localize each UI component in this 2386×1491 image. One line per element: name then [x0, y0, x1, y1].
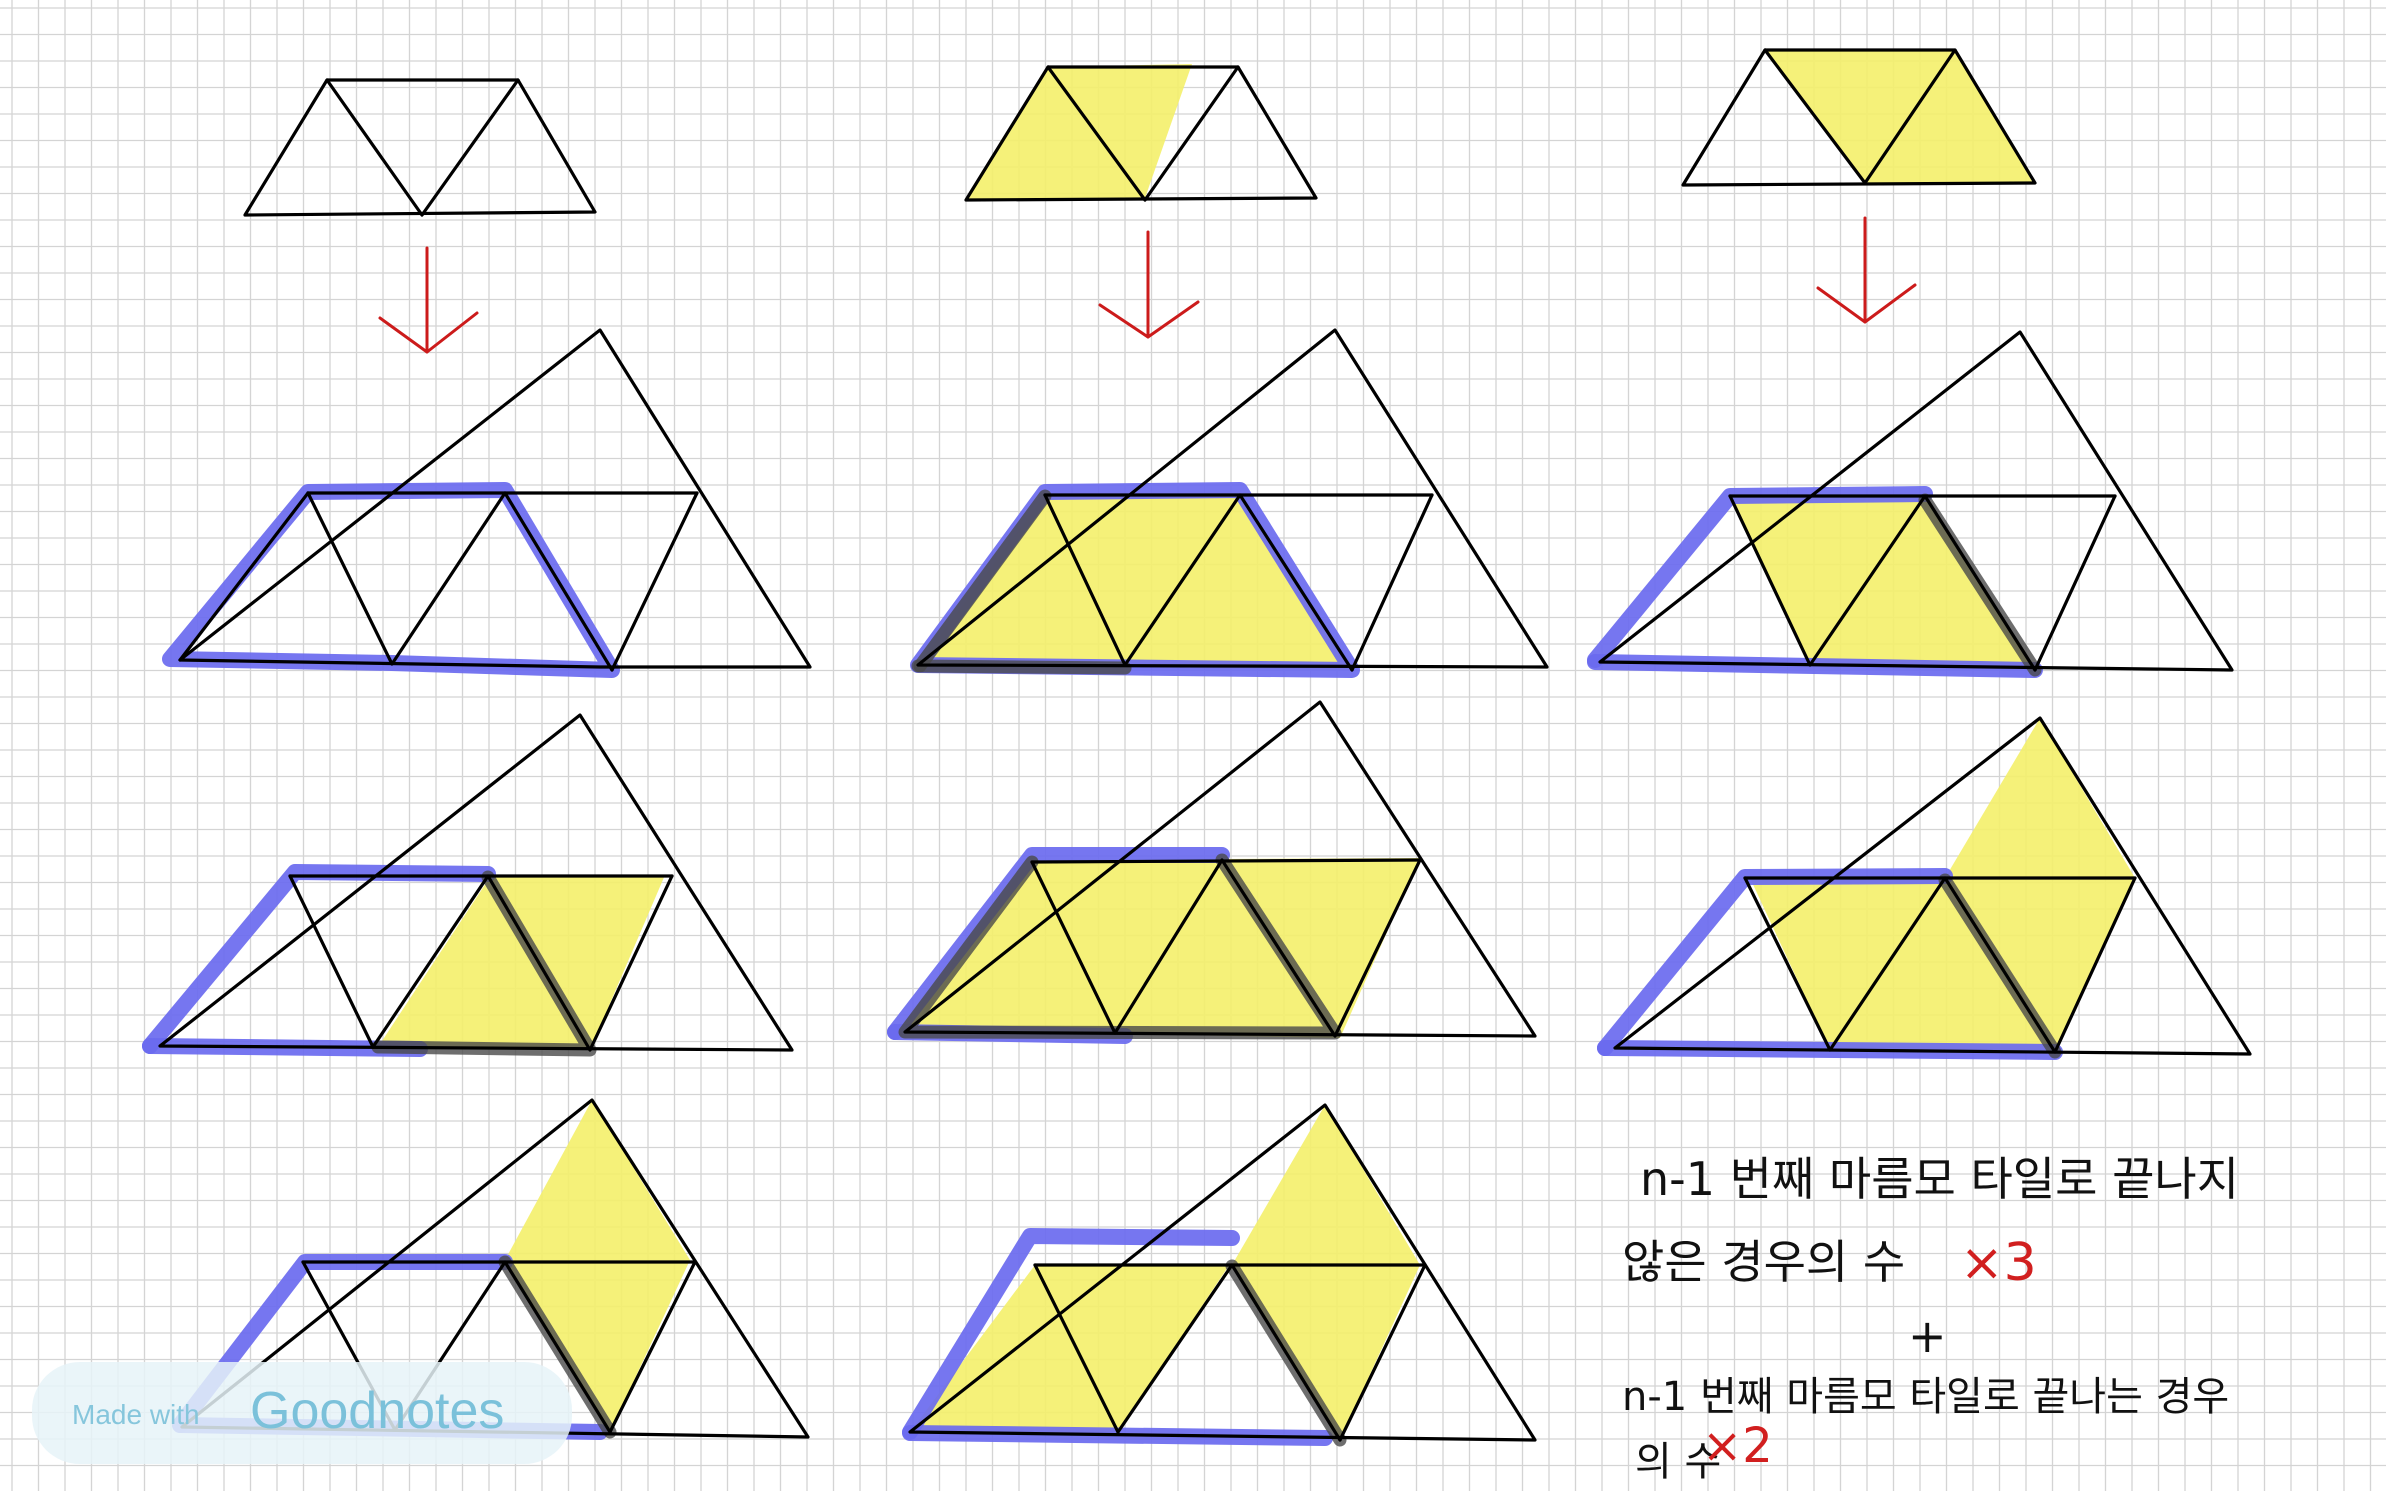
note-line-1: n-1 번째 마름모 타일로 끝나지	[1640, 1152, 2239, 1206]
note-line-2: 않은 경우의 수	[1622, 1235, 1905, 1289]
col3-row2-shape	[1597, 716, 2252, 1060]
note-times-2: ×2	[1702, 1418, 1773, 1474]
col1-arrow	[378, 246, 479, 354]
note-line-4: 의 수	[1635, 1439, 1721, 1485]
col3-top-shape	[1681, 48, 2037, 187]
note-line-3: n-1 번째 마름모 타일로 끝나는 경우	[1622, 1374, 2229, 1420]
column-1	[142, 78, 812, 1440]
col3-row1-shape	[1587, 330, 2234, 678]
col2-arrow	[1098, 230, 1200, 339]
column-2	[887, 64, 1549, 1447]
col1-top-shape	[243, 78, 597, 217]
col2-row1-shape	[910, 328, 1549, 678]
goodnotes-watermark: Made with Goodnotes	[32, 1362, 572, 1464]
col1-row2-shape	[142, 713, 794, 1057]
note-times-3: ×3	[1960, 1233, 2037, 1293]
col3-arrow	[1816, 216, 1917, 324]
col2-row3-shape	[902, 1103, 1537, 1447]
watermark-made-with: Made with	[72, 1399, 200, 1430]
col1-row1-shape	[162, 328, 812, 678]
watermark-brand: Goodnotes	[250, 1382, 504, 1440]
column-3	[1587, 48, 2252, 1060]
handwritten-note: n-1 번째 마름모 타일로 끝나지 않은 경우의 수 ×3 + n-1 번째 …	[1622, 1152, 2239, 1485]
col2-row2-shape	[887, 700, 1537, 1044]
watermark-pill	[32, 1362, 572, 1464]
note-plus: +	[1908, 1309, 1947, 1363]
col2-top-shape	[964, 64, 1318, 202]
